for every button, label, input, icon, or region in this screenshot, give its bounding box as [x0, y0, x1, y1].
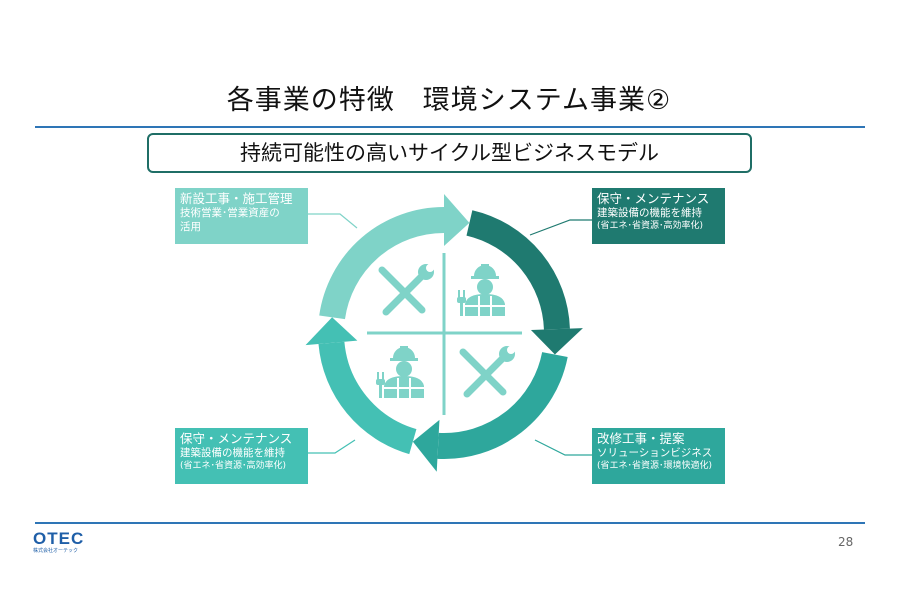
- box-text: 技術営業･営業資産の: [180, 207, 280, 220]
- worker-icon: [376, 346, 424, 398]
- page-number: 28: [838, 535, 854, 549]
- subtitle-box: 持続可能性の高いサイクル型ビジネスモデル: [147, 133, 752, 173]
- arrow-bottom-left-arc: [318, 341, 417, 455]
- arrow-bottom-right-arc: [437, 351, 568, 459]
- worker-icon: [457, 264, 505, 316]
- tools-icon: [459, 346, 515, 398]
- connector-top-right: [529, 219, 592, 236]
- box-text: 建築設備の機能を維持: [180, 447, 285, 460]
- box-text: ソリューションビジネス: [597, 447, 713, 460]
- box-heading: 改修工事・提案: [597, 431, 685, 446]
- quadrant-divider: [367, 253, 522, 415]
- box-heading: 保守・メンテナンス: [597, 191, 710, 206]
- tools-icon: [378, 264, 434, 316]
- box-new-construction: 新設工事・施工管理 技術営業･営業資産の 活用: [175, 188, 308, 244]
- box-heading: 新設工事・施工管理: [180, 191, 293, 206]
- box-text: (省エネ･省資源･高効率化): [180, 460, 287, 471]
- box-text: 建築設備の機能を維持: [597, 207, 702, 220]
- slide-title: 各事業の特徴 環境システム事業②: [226, 85, 672, 116]
- arrow-top-left-head: [444, 194, 470, 246]
- box-maintenance-bottom: 保守・メンテナンス 建築設備の機能を維持 (省エネ･省資源･高効率化): [175, 428, 308, 484]
- logo-mark: OTEC: [33, 529, 85, 548]
- arrow-bottom-right-head: [412, 419, 440, 472]
- arrow-top-right-head: [530, 328, 583, 355]
- box-renovation: 改修工事・提案 ソリューションビジネス (省エネ･省資源･環境快適化): [592, 428, 725, 484]
- box-maintenance-top: 保守・メンテナンス 建築設備の機能を維持 (省エネ･省資源･高効率化): [592, 188, 725, 244]
- box-text: 活用: [180, 220, 201, 233]
- box-text: (省エネ･省資源･高効率化): [597, 220, 704, 231]
- footer-divider: [35, 522, 865, 524]
- arrow-bottom-left-head: [305, 317, 358, 346]
- title-divider: [35, 126, 865, 128]
- arrow-top-right-arc: [466, 210, 570, 330]
- connector-bottom-right: [534, 439, 592, 456]
- arrow-top-left-arc: [319, 207, 445, 320]
- box-heading: 保守・メンテナンス: [180, 431, 293, 446]
- logo-company: 株式会社オーテック: [33, 548, 79, 554]
- box-text: (省エネ･省資源･環境快適化): [597, 460, 713, 471]
- connector-bottom-left: [308, 439, 356, 454]
- connector-top-left: [308, 213, 358, 229]
- company-logo: OTEC 株式会社オーテック: [33, 530, 84, 554]
